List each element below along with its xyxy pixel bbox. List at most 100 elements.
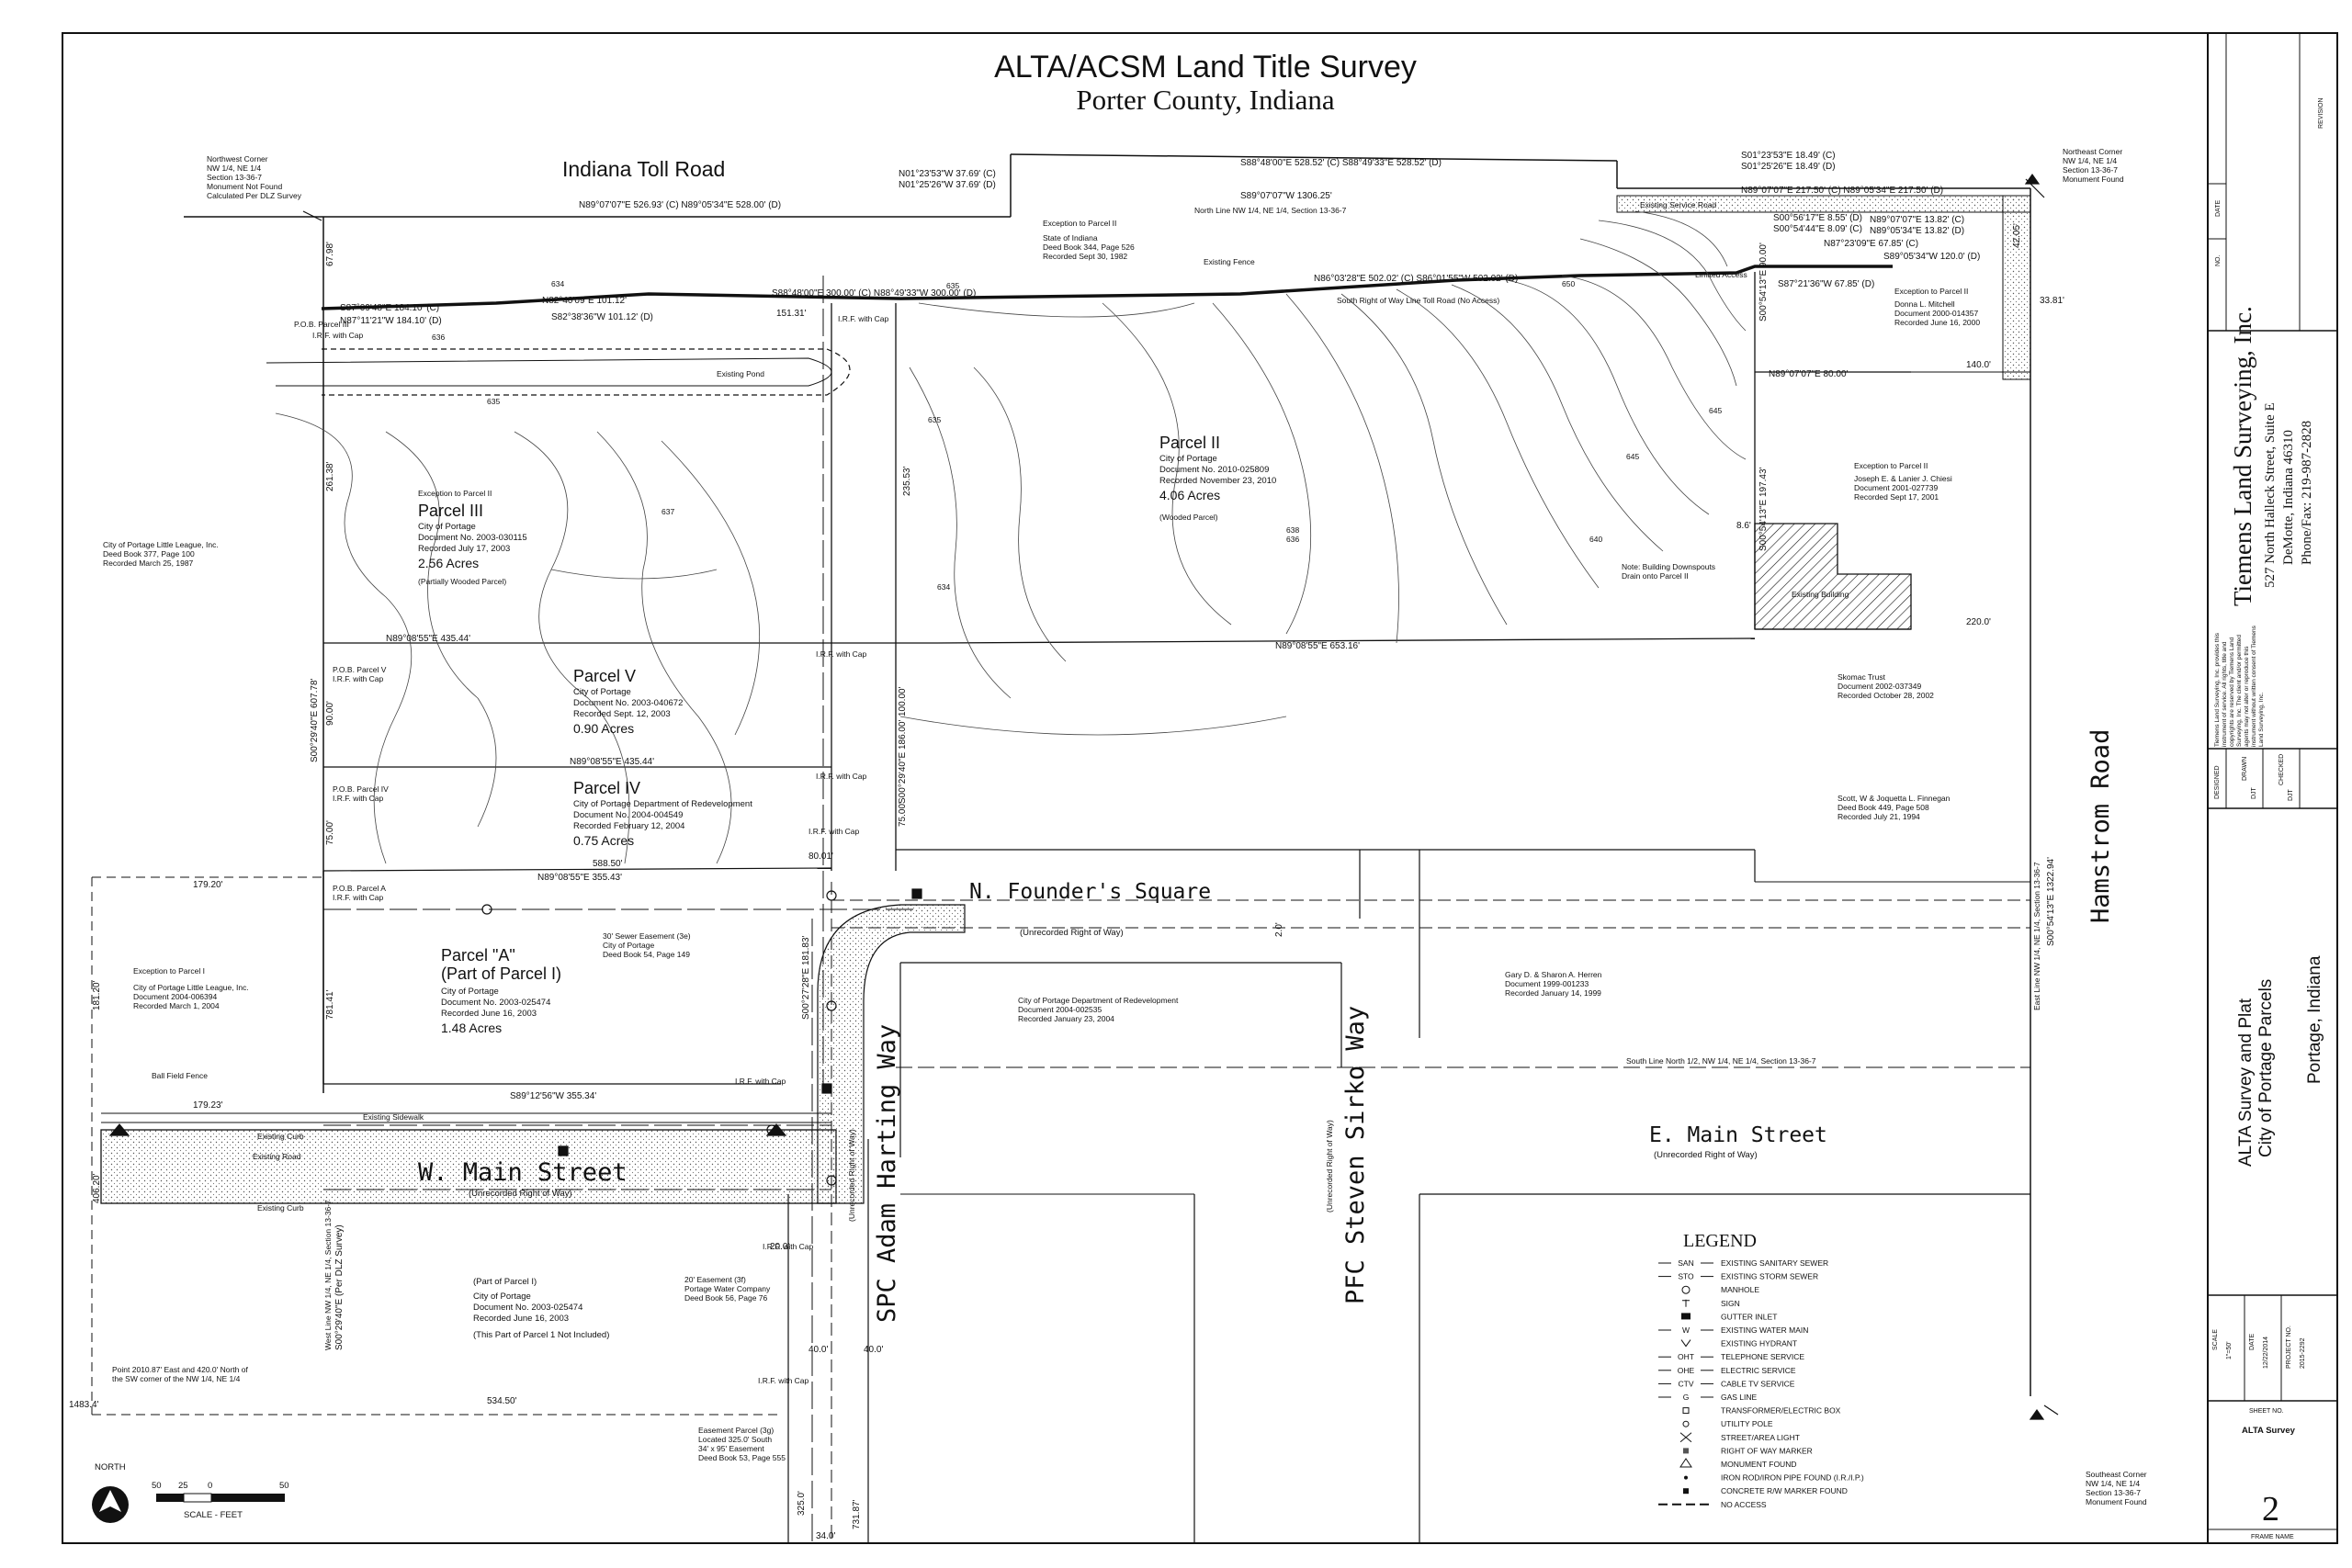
note-line: Joseph E. & Lanier J. Chiesi <box>1854 474 1952 483</box>
parcel-a-name: Parcel "A" <box>441 946 515 964</box>
legend-label: SIGN <box>1721 1299 1740 1308</box>
contour-label: 635 <box>487 397 500 406</box>
contour-label: 645 <box>1709 406 1722 415</box>
parcel-a-owner: City of Portage <box>441 987 499 997</box>
little-league-note-1: City of Portage Little League, Inc. Deed… <box>103 540 219 568</box>
contour-label: 635 <box>946 281 959 290</box>
note-line: Scott, W & Joquetta L. Finnegan <box>1838 794 1951 803</box>
note-line: City of Portage Department of Redevelopm… <box>1018 996 1179 1005</box>
bearing-label: S00°56'17"E 8.55' (D) <box>1773 213 1862 223</box>
irf-label: I.R.F. with Cap <box>758 1376 809 1385</box>
south-row-label: South Right of Way Line Toll Road (No Ac… <box>1337 296 1499 305</box>
tb-date-head: DATE <box>2215 200 2222 217</box>
parcel-3-label: Exception to Parcel II Parcel III City o… <box>418 489 527 586</box>
bearings: N89°07'07"E 526.93' (C) N89°05'34"E 528.… <box>69 151 2064 1410</box>
redevelopment-note: City of Portage Department of Redevelopm… <box>1018 996 1179 1023</box>
legend-symbol-text: G <box>1683 1393 1690 1402</box>
legend-label: CONCRETE R/W MARKER FOUND <box>1721 1486 1848 1495</box>
bearing-label: S00°54'13"E 1322.94' <box>2046 857 2056 946</box>
bearing-label: S00°54'13"E 90.00' <box>1758 243 1769 321</box>
note-line: P.O.B. Parcel IV <box>333 784 389 794</box>
note-line: 34' x 95' Easement <box>698 1444 764 1453</box>
note-line: Skomac Trust <box>1838 672 1886 682</box>
legend-label: MONUMENT FOUND <box>1721 1460 1796 1469</box>
bearing-label: 80.01' <box>808 852 833 862</box>
road-name-adam-harting: SPC Adam Harting Way <box>873 1024 901 1323</box>
note-line: Portage Water Company <box>684 1284 771 1293</box>
ne-corner-note: Northeast Corner NW 1/4, NE 1/4 Section … <box>2063 147 2124 184</box>
tb-sheet-label: SHEET NO. <box>2249 1408 2284 1415</box>
legend-item-light: STREET/AREA LIGHT <box>1679 1432 1800 1443</box>
existing-curb-label: Existing Curb <box>257 1203 304 1213</box>
finnegan-note: Scott, W & Joquetta L. Finnegan Deed Boo… <box>1838 794 1951 821</box>
parcel-4-name: Parcel IV <box>573 779 640 797</box>
contour-label: 640 <box>1589 535 1602 544</box>
note-line: Deed Book 56, Page 76 <box>684 1293 768 1303</box>
bearing-label: 75.00' <box>325 820 335 845</box>
chiesi-note: Exception to Parcel II Joseph E. & Lanie… <box>1854 461 1952 502</box>
scale-bar-segment <box>156 1494 184 1502</box>
ne-corner-line: NW 1/4, NE 1/4 <box>2063 156 2117 165</box>
legend-item-CTV: CTV CABLE TV SERVICE <box>1658 1379 1795 1388</box>
legend-label: RIGHT OF WAY MARKER <box>1721 1446 1813 1455</box>
sheet-border <box>62 32 2338 1544</box>
legend-item-monument: MONUMENT FOUND <box>1679 1458 1796 1469</box>
note-line: P.O.B. Parcel V <box>333 665 387 674</box>
tb-firm-address: 527 North Halleck Street, Suite E <box>2263 402 2278 588</box>
contour-label: 650 <box>1562 279 1575 288</box>
road-note-adam-harting: (Unrecorded Right of Way) <box>847 1129 856 1222</box>
scale-tick: 50 <box>152 1481 162 1491</box>
ne-corner-line: Section 13-36-7 <box>2063 165 2118 175</box>
bearing-label: S87°09'48"E 184.10' (C) <box>340 303 439 313</box>
irf-label: I.R.F. with Cap <box>763 1242 814 1251</box>
legend-symbol-text: SAN <box>1678 1258 1693 1268</box>
note-line: Exception to Parcel II <box>1043 219 1116 228</box>
bearing-label: S89°05'34"W 120.0' (D) <box>1883 252 1980 262</box>
point-note: Point 2010.87' East and 420.0' North of … <box>112 1365 248 1383</box>
bearing-label: N89°07'07"E 13.82' (C) <box>1870 215 1964 225</box>
parcel-1-part-name: (Part of Parcel I) <box>473 1277 537 1287</box>
nw-corner-line: Northwest Corner <box>207 154 268 164</box>
legend-item-sign: SIGN <box>1682 1299 1740 1308</box>
legend-label: CABLE TV SERVICE <box>1721 1379 1795 1388</box>
legend-symbol-text: OHE <box>1678 1366 1695 1375</box>
scale-tick: 0 <box>208 1481 212 1491</box>
nw-corner-line: Calculated Per DLZ Survey <box>207 191 302 200</box>
parcel-5-rec: Recorded Sept. 12, 2003 <box>573 709 671 719</box>
note-line: Deed Book 53, Page 555 <box>698 1453 786 1462</box>
legend-symbol-text: OHT <box>1678 1352 1694 1361</box>
se-corner-line: NW 1/4, NE 1/4 <box>2086 1479 2140 1488</box>
easement-parcel-note: Easement Parcel (3g) Located 325.0' Sout… <box>698 1426 786 1462</box>
parcel-2-doc: Document No. 2010-025809 <box>1159 465 1269 475</box>
note-line: P.O.B. Parcel III <box>294 320 349 329</box>
adam-harting-pavement <box>817 904 966 1204</box>
parcel-a-area: 1.48 Acres <box>441 1021 502 1035</box>
bearing-label: N89°08'55"E 435.44' <box>570 757 654 767</box>
legend-item-gutter: GUTTER INLET <box>1681 1312 1777 1321</box>
legend-symbol: CTV <box>1658 1379 1713 1388</box>
legend-item-manhole: MANHOLE <box>1681 1285 1759 1294</box>
tb-disclaimer: Tiemens Land Surveying, Inc. provides th… <box>2214 626 2265 747</box>
note-line: the SW corner of the NW 1/4, NE 1/4 <box>112 1374 241 1383</box>
road-name-hamstrom: Hamstrom Road <box>2086 729 2115 923</box>
pob-4-note: P.O.B. Parcel IV I.R.F. with Cap <box>333 784 389 803</box>
tb-designed: DESIGNED <box>2214 765 2221 799</box>
note-line: Document 1999-001233 <box>1505 979 1589 988</box>
road-name-steven-sirko: PFC Steven Sirko Way <box>1341 1006 1370 1304</box>
utility-symbols <box>108 888 922 1186</box>
bearing-label: 781.41' <box>325 989 335 1020</box>
ne-corner-line: Monument Found <box>2063 175 2124 184</box>
legend-item-row: RIGHT OF WAY MARKER <box>1683 1446 1813 1455</box>
irf-label: I.R.F. with Cap <box>816 649 867 659</box>
note-line: Recorded March 1, 2004 <box>133 1001 220 1010</box>
se-corner-note: Southeast Corner NW 1/4, NE 1/4 Section … <box>2086 1470 2147 1506</box>
north-arrow-pointer <box>99 1490 121 1512</box>
bearing-label: 151.31' <box>776 309 807 319</box>
parcel-2-owner: City of Portage <box>1159 454 1217 464</box>
parcel-5-area: 0.90 Acres <box>573 721 634 736</box>
bearing-label: 34.0' <box>816 1531 835 1541</box>
bearing-label: N89°07'07"E 526.93' (C) N89°05'34"E 528.… <box>579 200 781 210</box>
